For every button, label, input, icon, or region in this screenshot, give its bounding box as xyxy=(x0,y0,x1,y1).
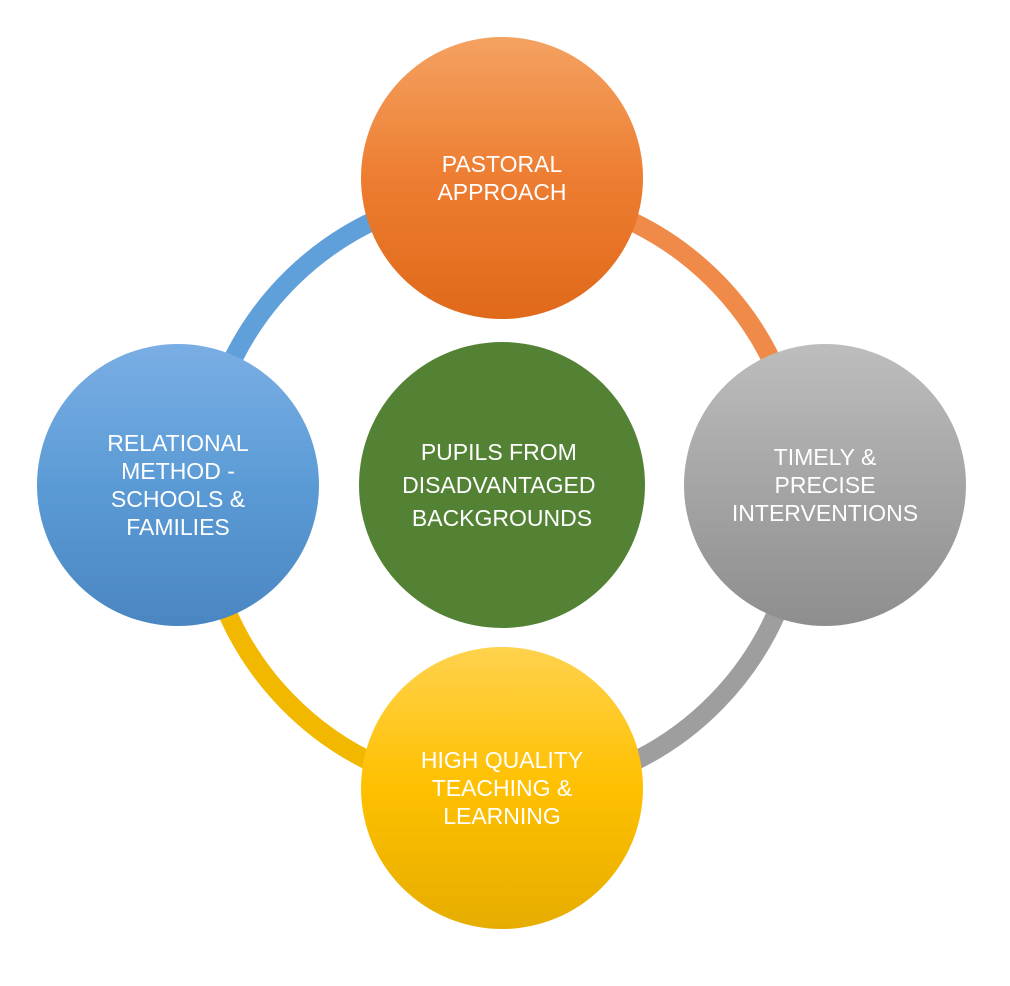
center-node: PUPILS FROM DISADVANTAGED BACKGROUNDS xyxy=(359,342,645,628)
center-circle xyxy=(359,342,645,628)
node-right-label-line: PRECISE xyxy=(775,472,876,498)
node-bottom-label-line: HIGH QUALITY xyxy=(421,747,583,773)
node-bottom-label-line: LEARNING xyxy=(443,803,561,829)
center-label-line: PUPILS FROM xyxy=(421,439,577,465)
node-bottom-label-line: TEACHING & xyxy=(432,775,573,801)
node-right-label-line: INTERVENTIONS xyxy=(732,500,918,526)
node-top-label-line: PASTORAL xyxy=(442,151,563,177)
node-right-circle xyxy=(684,344,966,626)
center-label-line: DISADVANTAGED xyxy=(402,472,595,498)
node-top-circle xyxy=(361,37,643,319)
node-left-label-line: METHOD - xyxy=(121,458,235,484)
node-right-label-line: TIMELY & xyxy=(774,444,877,470)
node-bottom-circle xyxy=(361,647,643,929)
node-left-label-line: SCHOOLS & xyxy=(111,486,245,512)
node-left-label-line: FAMILIES xyxy=(126,514,230,540)
center-label: PUPILS FROM DISADVANTAGED BACKGROUNDS xyxy=(402,439,602,531)
node-top-label-line: APPROACH xyxy=(437,179,566,205)
node-left-label-line: RELATIONAL xyxy=(107,430,249,456)
node-left-circle xyxy=(37,344,319,626)
center-label-line: BACKGROUNDS xyxy=(412,505,592,531)
